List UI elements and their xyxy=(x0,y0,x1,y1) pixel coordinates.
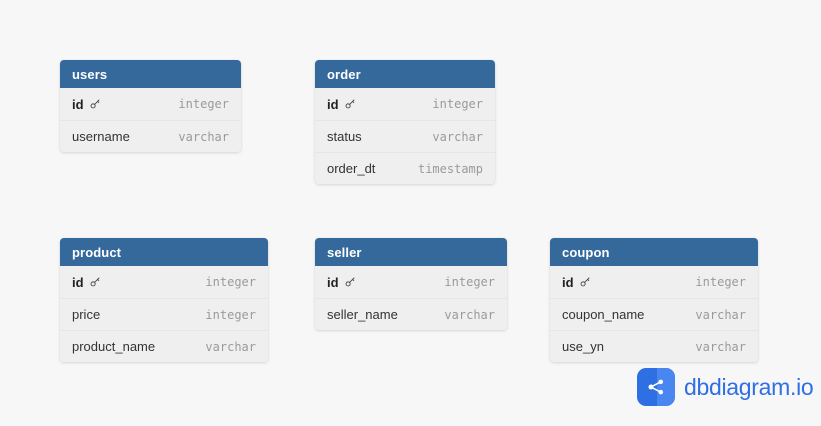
field-row[interactable]: order_dt timestamp xyxy=(315,152,495,184)
key-icon xyxy=(89,276,101,288)
table-body-seller: id integer seller_name varchar xyxy=(315,266,507,330)
field-type: varchar xyxy=(695,339,746,354)
field-name: use_yn xyxy=(562,339,604,354)
field-left: status xyxy=(327,129,362,144)
table-card-users[interactable]: users id integer username varchar xyxy=(60,60,241,152)
field-row[interactable]: status varchar xyxy=(315,120,495,152)
field-row[interactable]: price integer xyxy=(60,298,268,330)
field-row[interactable]: id integer xyxy=(60,88,241,120)
field-type: varchar xyxy=(695,307,746,322)
table-name: seller xyxy=(327,244,362,260)
field-type: varchar xyxy=(178,129,229,144)
field-name: order_dt xyxy=(327,161,376,176)
field-row[interactable]: seller_name varchar xyxy=(315,298,507,330)
field-row[interactable]: username varchar xyxy=(60,120,241,152)
field-row[interactable]: id integer xyxy=(315,266,507,298)
field-left: price xyxy=(72,307,100,322)
field-left: order_dt xyxy=(327,161,375,176)
field-row[interactable]: id integer xyxy=(550,266,758,298)
table-card-product[interactable]: product id integer price integer product_name… xyxy=(60,238,268,362)
field-type: integer xyxy=(178,97,229,111)
field-type: varchar xyxy=(432,129,483,144)
field-row[interactable]: use_yn varchar xyxy=(550,330,758,362)
field-name: product_name xyxy=(72,339,156,354)
key-icon xyxy=(579,276,591,288)
field-left: id xyxy=(72,97,101,112)
field-row[interactable]: coupon_name varchar xyxy=(550,298,758,330)
key-icon xyxy=(89,98,101,110)
field-type: integer xyxy=(432,97,483,111)
field-name: price xyxy=(72,307,101,322)
table-name: product xyxy=(72,244,122,260)
table-header-order[interactable]: order xyxy=(315,60,495,88)
table-body-users: id integer username varchar xyxy=(60,88,241,152)
key-icon xyxy=(344,98,356,110)
table-header-coupon[interactable]: coupon xyxy=(550,238,758,266)
field-left: coupon_name xyxy=(562,307,644,322)
key-icon xyxy=(344,276,356,288)
field-name: id xyxy=(327,96,339,112)
field-row[interactable]: id integer xyxy=(315,88,495,120)
field-left: id xyxy=(327,97,356,112)
field-left: username xyxy=(72,129,130,144)
brand-label: dbdiagram.io xyxy=(684,373,814,400)
table-card-seller[interactable]: seller id integer seller_name varchar xyxy=(315,238,507,330)
field-left: id xyxy=(72,275,101,290)
share-nodes-icon xyxy=(637,368,675,406)
table-body-order: id integer status varchar order_dt timestamp xyxy=(315,88,495,184)
field-type: integer xyxy=(205,307,256,322)
field-left: id xyxy=(327,275,356,290)
field-left: id xyxy=(562,275,591,290)
field-name: username xyxy=(72,129,130,144)
field-type: integer xyxy=(444,275,495,289)
dbdiagram-brand[interactable]: dbdiagram.io xyxy=(637,368,814,406)
field-name: id xyxy=(327,274,339,290)
field-left: use_yn xyxy=(562,339,604,354)
field-type: varchar xyxy=(205,339,256,354)
table-name: users xyxy=(72,66,108,82)
field-name: status xyxy=(327,129,362,144)
field-name: seller_name xyxy=(327,307,398,322)
table-name: order xyxy=(327,66,361,82)
table-body-product: id integer price integer product_name varchar xyxy=(60,266,268,362)
table-name: coupon xyxy=(562,244,610,260)
field-name: id xyxy=(562,274,574,290)
field-row[interactable]: id integer xyxy=(60,266,268,298)
field-row[interactable]: product_name varchar xyxy=(60,330,268,362)
table-card-order[interactable]: order id integer status varchar order_dt times… xyxy=(315,60,495,184)
field-type: timestamp xyxy=(417,161,483,176)
table-header-seller[interactable]: seller xyxy=(315,238,507,266)
field-name: id xyxy=(72,274,84,290)
table-header-product[interactable]: product xyxy=(60,238,268,266)
field-type: varchar xyxy=(444,307,495,322)
field-left: seller_name xyxy=(327,307,398,322)
field-name: id xyxy=(72,96,84,112)
field-name: coupon_name xyxy=(562,307,645,322)
field-type: integer xyxy=(205,275,256,289)
field-left: product_name xyxy=(72,339,155,354)
table-header-users[interactable]: users xyxy=(60,60,241,88)
field-type: integer xyxy=(695,275,746,289)
